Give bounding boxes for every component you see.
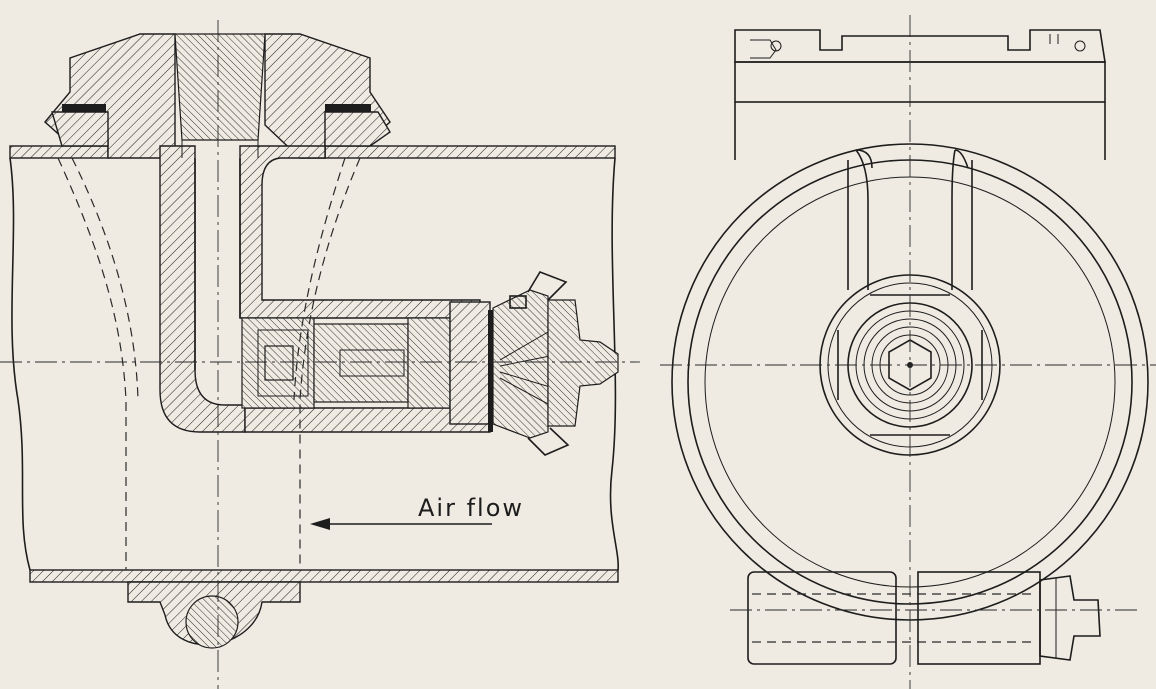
hidden-bore-inner-left <box>71 157 139 401</box>
nozzle-head <box>492 289 549 439</box>
hidden-bore-outer-right <box>299 157 361 570</box>
nozzle-tab-bottom <box>527 427 570 456</box>
pipe-upper-wall-right <box>324 145 616 159</box>
hidden-bore-outer-left <box>57 157 127 570</box>
pipe-break-right <box>609 157 619 571</box>
seal-ring-right <box>325 104 371 112</box>
cap-hole-right <box>1074 40 1086 52</box>
valve-spring-housing <box>313 323 409 403</box>
clamp-nut <box>1039 575 1101 661</box>
seal-block-left <box>51 111 109 147</box>
valve-threaded-nut <box>407 317 451 409</box>
seal-block-right <box>324 111 391 147</box>
passage-wall-right <box>239 145 481 319</box>
cap-hole-left <box>770 40 782 52</box>
fitting-lower-edge <box>181 140 259 158</box>
valve-flange <box>449 301 491 425</box>
pipe-lower-wall <box>29 569 619 583</box>
valve-cage-bore <box>257 329 309 397</box>
hidden-bore-inner-right <box>293 157 346 401</box>
set-screw <box>509 295 527 309</box>
nozzle-cap <box>547 299 619 427</box>
airflow-arrow-head <box>310 518 330 530</box>
valve-plug <box>264 345 294 381</box>
spring-chamber <box>339 349 405 377</box>
end-view <box>660 15 1156 689</box>
strut-left <box>855 149 873 290</box>
flange-gasket <box>488 310 493 432</box>
pipe-upper-wall-left <box>9 145 109 159</box>
nozzle-tab-top <box>527 271 568 301</box>
hex-nut <box>888 339 932 391</box>
pipe-break-left <box>9 157 31 571</box>
section-view <box>0 20 640 689</box>
nozzle-orifices <box>499 331 561 405</box>
strut-right <box>951 149 969 290</box>
clamp-pin <box>185 595 239 649</box>
threaded-fitting <box>174 33 266 141</box>
air-flow-label: Air flow <box>418 494 525 522</box>
seal-ring-left <box>62 104 106 112</box>
clamp-block-left <box>747 571 897 665</box>
passage-wall-left <box>159 145 246 433</box>
cap-lug-left <box>750 39 777 59</box>
cap-slot <box>1049 34 1059 44</box>
top-cap-band <box>734 61 1106 103</box>
